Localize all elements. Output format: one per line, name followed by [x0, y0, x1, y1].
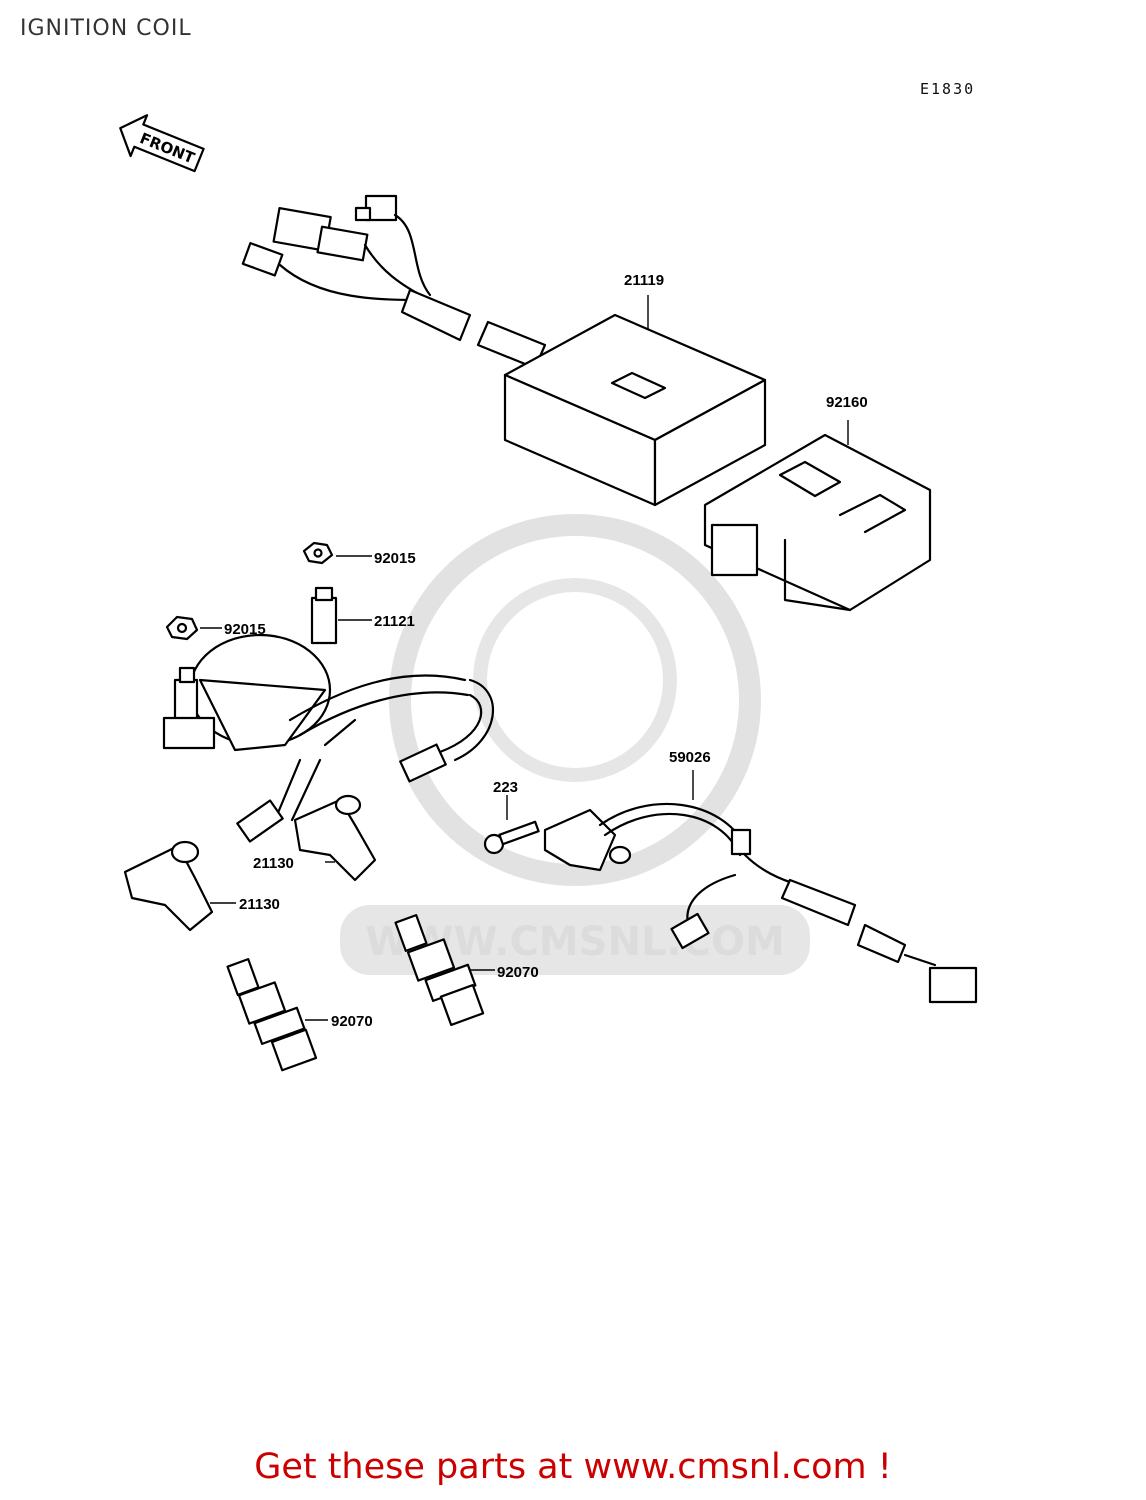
diagram-code: E1830: [920, 80, 976, 98]
igniter-harness-connectors: [241, 194, 547, 370]
label-223: 223: [493, 779, 518, 796]
igniter-unit-21119: [503, 295, 767, 507]
ignition-coil-21121: [162, 586, 495, 843]
label-21130-left: 21130: [239, 896, 280, 913]
callout-labels: 21119 92160 92015 92015 21121 59026 223 …: [224, 272, 868, 1030]
nut-92015-upper: [302, 541, 372, 565]
label-21119: 21119: [624, 272, 664, 289]
label-59026: 59026: [669, 749, 711, 766]
page-title: IGNITION COIL: [20, 16, 192, 41]
nut-92015-lower: [165, 615, 222, 641]
screw-223: [483, 795, 540, 855]
spark-plug-92070-left: [226, 958, 328, 1072]
plug-cap-21130-right: [293, 794, 377, 882]
label-92160: 92160: [826, 394, 868, 411]
label-92015-upper: 92015: [374, 550, 416, 567]
pickup-coil-59026: [543, 770, 978, 1004]
get-parts-link[interactable]: Get these parts at www.cmsnl.com !: [254, 1447, 892, 1487]
igniter-cover-92160: [703, 420, 932, 612]
plug-cap-21130-left: [123, 840, 236, 932]
label-21121: 21121: [374, 613, 415, 630]
cmsnl-watermark: WWW.CMSNL.COM: [340, 514, 810, 975]
label-21130-right: 21130: [253, 855, 294, 872]
label-92070-right: 92070: [497, 964, 539, 981]
label-92015-lower: 92015: [224, 621, 266, 638]
spark-plug-92070-right: [394, 914, 495, 1027]
front-arrow: FRONT: [119, 114, 205, 173]
label-92070-left: 92070: [331, 1013, 373, 1030]
